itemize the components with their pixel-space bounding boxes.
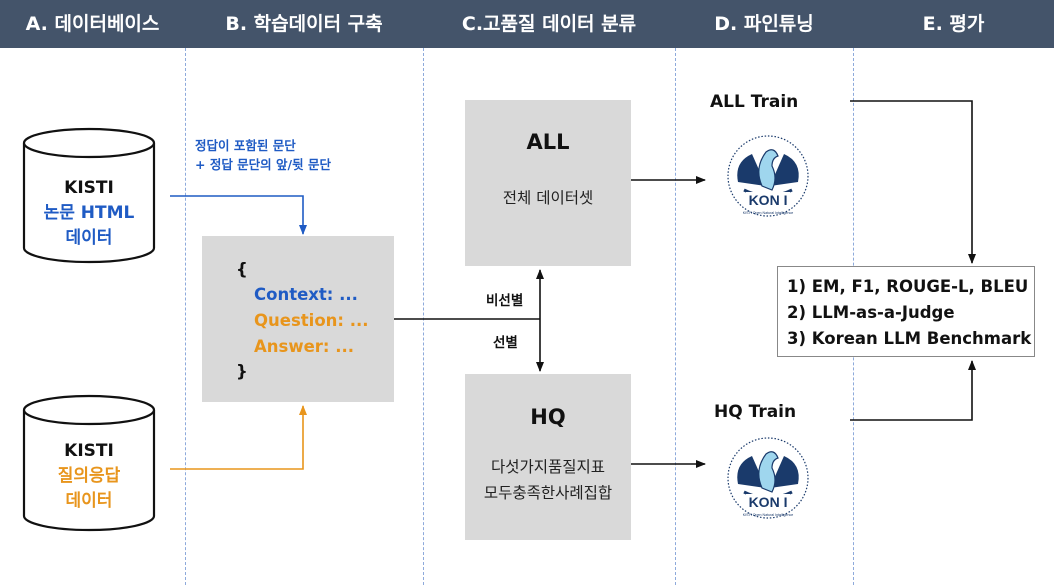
all-dataset-box: ALL 전체 데이터셋 (465, 100, 631, 266)
koni-logo-icon: KON I KISTI Open Natural Intelligence (724, 132, 812, 220)
hq-train-label: HQ Train (714, 402, 797, 422)
context-note-line1: 정답이 포함된 문단 (195, 138, 296, 153)
db-name-line2: 데이터 (65, 228, 113, 248)
eval-metric-1: 1) EM, F1, ROUGE-L, BLEU (787, 277, 1029, 296)
label-selected: 선별 (493, 335, 518, 351)
context-note-line2: + 정답 문단의 앞/뒷 문단 (195, 157, 331, 172)
context-note: 정답이 포함된 문단 + 정답 문단의 앞/뒷 문단 (195, 136, 331, 174)
eval-metric-2: 2) LLM-as-a-Judge (787, 303, 955, 322)
db-name-line1: 질의응답 (57, 466, 121, 486)
db-org: KISTI (64, 178, 114, 198)
header-hq-classification: C.고품질 데이터 분류 (461, 13, 637, 35)
column-divider (185, 48, 186, 585)
column-divider (423, 48, 424, 585)
arrow-hq-train-to-eval (850, 360, 976, 421)
header-bar (0, 0, 1054, 48)
db-org: KISTI (64, 441, 114, 461)
db-name-line1: 논문 HTML (43, 203, 135, 223)
hq-dataset-box: HQ 다섯가지품질지표 모두충족한사례집합 (465, 374, 631, 540)
arrow-paper-to-sample (170, 195, 307, 235)
header-evaluation: E. 평가 (922, 13, 985, 35)
database-cylinder-paper (22, 127, 156, 264)
sample-context: Context: ... (254, 285, 358, 304)
sample-open-brace: { (236, 260, 248, 279)
logo-name: KON I (749, 192, 788, 208)
evaluation-box: 1) EM, F1, ROUGE-L, BLEU 2) LLM-as-a-Jud… (777, 266, 1035, 357)
koni-logo-icon: KON I KISTI Open Natural Intelligence (724, 434, 812, 522)
eval-metric-3: 3) Korean LLM Benchmark (787, 329, 1032, 348)
hq-box-line1: 다섯가지품질지표 (490, 458, 606, 476)
sample-question: Question: ... (254, 311, 369, 330)
arrow-all-train-to-eval (850, 100, 976, 264)
sample-close-brace: } (236, 362, 248, 381)
column-divider (675, 48, 676, 585)
hq-box-line2: 모두충족한사례집합 (483, 484, 613, 502)
database-cylinder-qa (22, 394, 156, 532)
database-label-paper: KISTI 논문 HTML 데이터 (24, 176, 154, 251)
header-training-data: B. 학습데이터 구축 (225, 13, 383, 35)
sample-answer: Answer: ... (254, 337, 355, 356)
all-box-title: ALL (526, 130, 570, 154)
logo-tagline: KISTI Open Natural Intelligence (743, 513, 794, 517)
all-box-subtitle: 전체 데이터셋 (502, 189, 594, 207)
db-name-line2: 데이터 (65, 491, 113, 511)
hq-box-title: HQ (530, 405, 566, 429)
all-train-label: ALL Train (710, 92, 799, 112)
logo-tagline: KISTI Open Natural Intelligence (743, 211, 794, 215)
arrow-qa-to-sample (170, 405, 307, 470)
logo-name: KON I (749, 494, 788, 510)
training-sample-box (202, 236, 394, 402)
header-finetuning: D. 파인튜닝 (714, 13, 814, 35)
label-unselected: 비선별 (486, 293, 524, 309)
database-label-qa: KISTI 질의응답 데이터 (24, 439, 154, 514)
header-database: A. 데이터베이스 (25, 13, 160, 35)
